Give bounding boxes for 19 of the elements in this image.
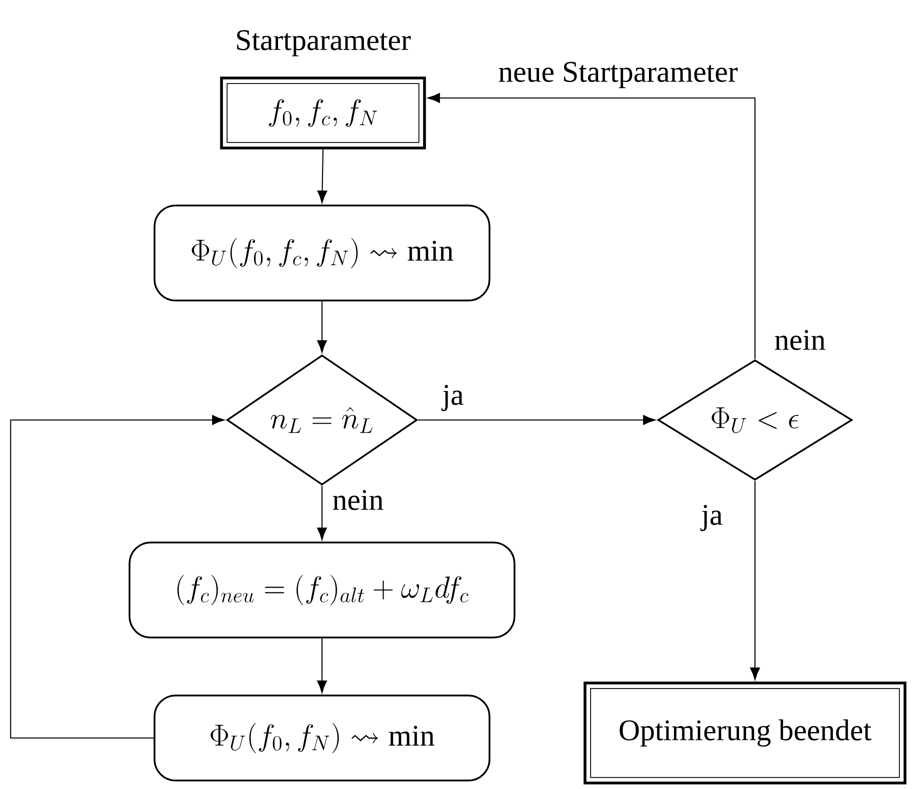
arrow (317, 638, 327, 693)
arrow (10, 415, 224, 739)
double-framed-box: Optimierung beendet (584, 682, 906, 784)
process-box: $(f_c)_{neu} = (f_c)_{alt} + \omega_L df_c$ (128, 542, 516, 638)
double-framed-box: $f_0, f_c, f_N$ (220, 76, 426, 150)
arrow (750, 480, 760, 680)
arrow (317, 149, 328, 203)
box-heading: Startparameter (237, 30, 411, 56)
arrow (428, 93, 756, 360)
arrow (418, 415, 656, 425)
process-box: $\Phi_U(f_0, f_N) \rightsquigarrow \min$ (154, 694, 490, 782)
edge-label: ja (699, 503, 725, 533)
edge-label: nein (772, 328, 828, 352)
arrow (317, 301, 327, 353)
annotation: neue Startparameter (496, 60, 740, 90)
edge-label: nein (330, 488, 386, 512)
arrow (317, 486, 327, 540)
edge-label: ja (440, 383, 466, 413)
process-box: $\Phi_U(f_0, f_c, f_N) \rightsquigarrow \min$ (154, 204, 490, 302)
